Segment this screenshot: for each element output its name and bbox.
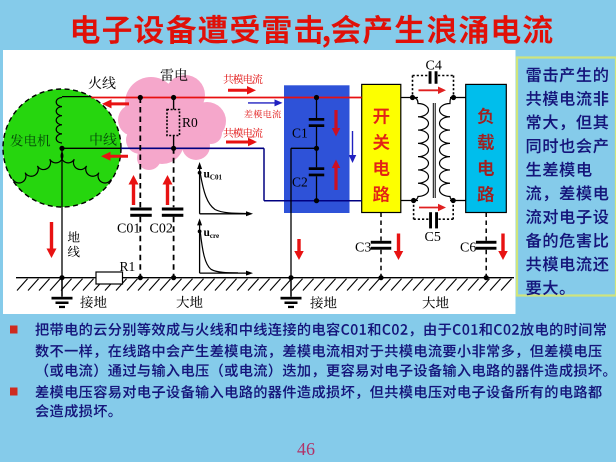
- svg-text:46: 46: [297, 439, 315, 459]
- svg-text:C6: C6: [460, 241, 476, 256]
- svg-text:C1: C1: [292, 126, 308, 141]
- svg-text:C4: C4: [426, 59, 442, 74]
- svg-text:C2: C2: [292, 175, 308, 190]
- svg-text:C3: C3: [355, 241, 371, 256]
- svg-text:C01: C01: [117, 222, 140, 237]
- svg-text:C02: C02: [150, 222, 173, 237]
- svg-text:C5: C5: [425, 230, 441, 245]
- svg-text:R0: R0: [182, 115, 198, 130]
- svg-text:R1: R1: [120, 259, 136, 274]
